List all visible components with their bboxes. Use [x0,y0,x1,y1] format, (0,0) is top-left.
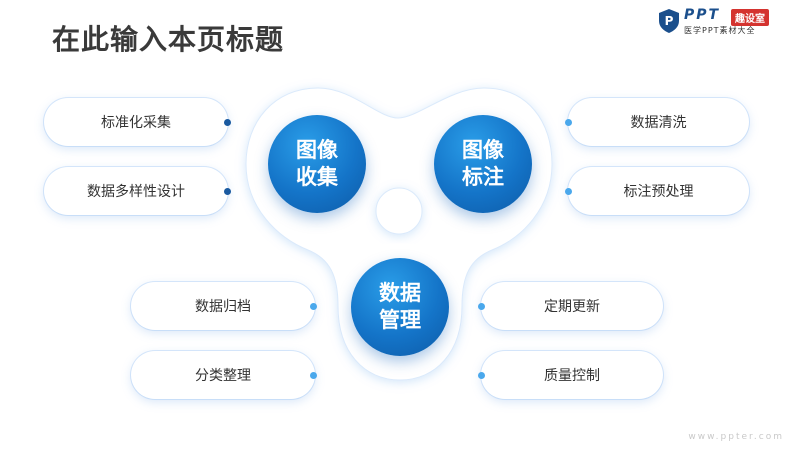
list-item: 质量控制 [481,351,663,399]
hub-image-annotation: 图像 标注 [434,115,532,213]
connector-dot [565,119,572,126]
list-item: 数据清洗 [568,98,749,146]
page-title: 在此输入本页标题 [52,23,285,56]
connector-dot [310,372,317,379]
watermark: www.ppter.com [688,432,784,442]
hub-label: 收集 [296,165,338,189]
list-item: 标注预处理 [568,167,749,215]
connector-dot [224,188,231,195]
connector-dot [478,372,485,379]
brand-logo: P PPT 趣设室 医学PPT素材大全 [658,6,788,40]
hub-label: 管理 [379,308,421,332]
svg-text:P: P [665,14,674,28]
logo-tag: 趣设室 [731,9,769,26]
list-item: 分类整理 [131,351,315,399]
list-item: 定期更新 [481,282,663,330]
hub-label: 图像 [296,138,338,162]
connector-dot [565,188,572,195]
connector-dot [310,303,317,310]
logo-brand: PPT [684,7,721,23]
hub-image-collection: 图像 收集 [268,115,366,213]
list-item: 标准化采集 [44,98,228,146]
list-item: 数据归档 [131,282,315,330]
connector-dot [224,119,231,126]
hub-label: 图像 [462,138,504,162]
connector-dot [478,303,485,310]
hub-label: 数据 [379,281,421,305]
shield-icon: P [659,9,679,33]
hub-label: 标注 [462,165,504,189]
hub-data-management: 数据 管理 [351,258,449,356]
logo-subtitle: 医学PPT素材大全 [684,26,756,35]
list-item: 数据多样性设计 [44,167,228,215]
